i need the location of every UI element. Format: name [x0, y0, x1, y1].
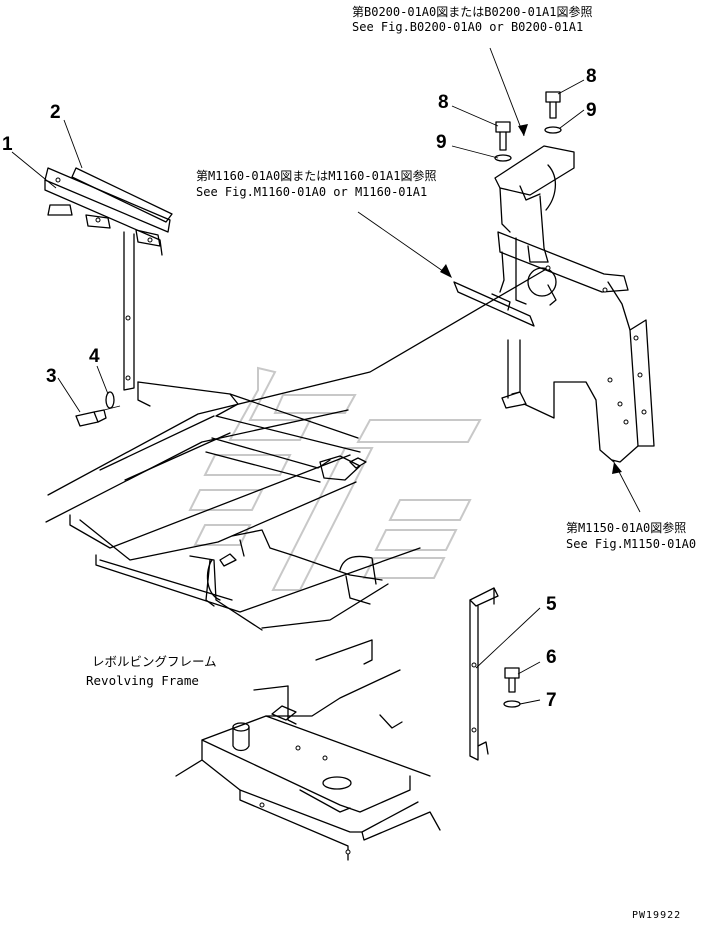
- bracket-part-5: [469, 587, 499, 761]
- ref-b0200-en: See Fig.B0200-01A0 or B0200-01A1: [352, 20, 583, 34]
- callout-4: 4: [89, 346, 100, 367]
- callout-5: 5: [546, 594, 557, 615]
- reference-notes: 第B0200-01A0図またはB0200-01A1図参照 See Fig.B02…: [196, 4, 696, 551]
- revolving-frame-upper: [45, 267, 549, 631]
- ref-m1150-jp: 第M1150-01A0図参照: [566, 520, 686, 535]
- washer-part-7: [503, 700, 521, 708]
- washer-part-9-left: [494, 154, 512, 162]
- bolt-part-6: [504, 667, 520, 693]
- callout-9-left: 9: [436, 132, 447, 153]
- washer-part-9-right: [544, 126, 562, 134]
- callout-numbers: 1 2 3 4 5 6 7 8 9 8 9: [2, 66, 597, 711]
- callout-8-left: 8: [438, 92, 449, 113]
- callout-6: 6: [546, 647, 557, 668]
- washer-part-4: [105, 391, 115, 409]
- support-bracket-assembly: [494, 145, 655, 463]
- ref-m1160-jp: 第M1160-01A0図またはM1160-01A1図参照: [196, 168, 437, 183]
- ref-m1160-en: See Fig.M1160-01A0 or M1160-01A1: [196, 185, 427, 199]
- bolt-part-8-left: [495, 121, 511, 151]
- revolving-frame-lower: [175, 639, 441, 861]
- callout-3: 3: [46, 366, 57, 387]
- callout-9-right: 9: [586, 100, 597, 121]
- frame-label-en: Revolving Frame: [86, 673, 199, 688]
- frame-label: レボルビングフレーム Revolving Frame: [86, 654, 217, 688]
- ref-b0200-jp: 第B0200-01A0図またはB0200-01A1図参照: [352, 4, 593, 19]
- callout-7: 7: [546, 690, 557, 711]
- callout-8-right: 8: [586, 66, 597, 87]
- bolt-part-3: [75, 405, 121, 427]
- callout-2: 2: [50, 102, 61, 123]
- ref-m1150-en: See Fig.M1150-01A0: [566, 537, 696, 551]
- callout-1: 1: [2, 134, 13, 155]
- center-bracket: [453, 281, 535, 327]
- drawing-code: PW19922: [632, 910, 681, 921]
- leader-lines: [11, 47, 641, 705]
- bolt-part-8-right: [545, 91, 561, 119]
- bracket-assembly-part-1-2: [44, 167, 173, 391]
- frame-label-jp: レボルビングフレーム: [92, 654, 217, 669]
